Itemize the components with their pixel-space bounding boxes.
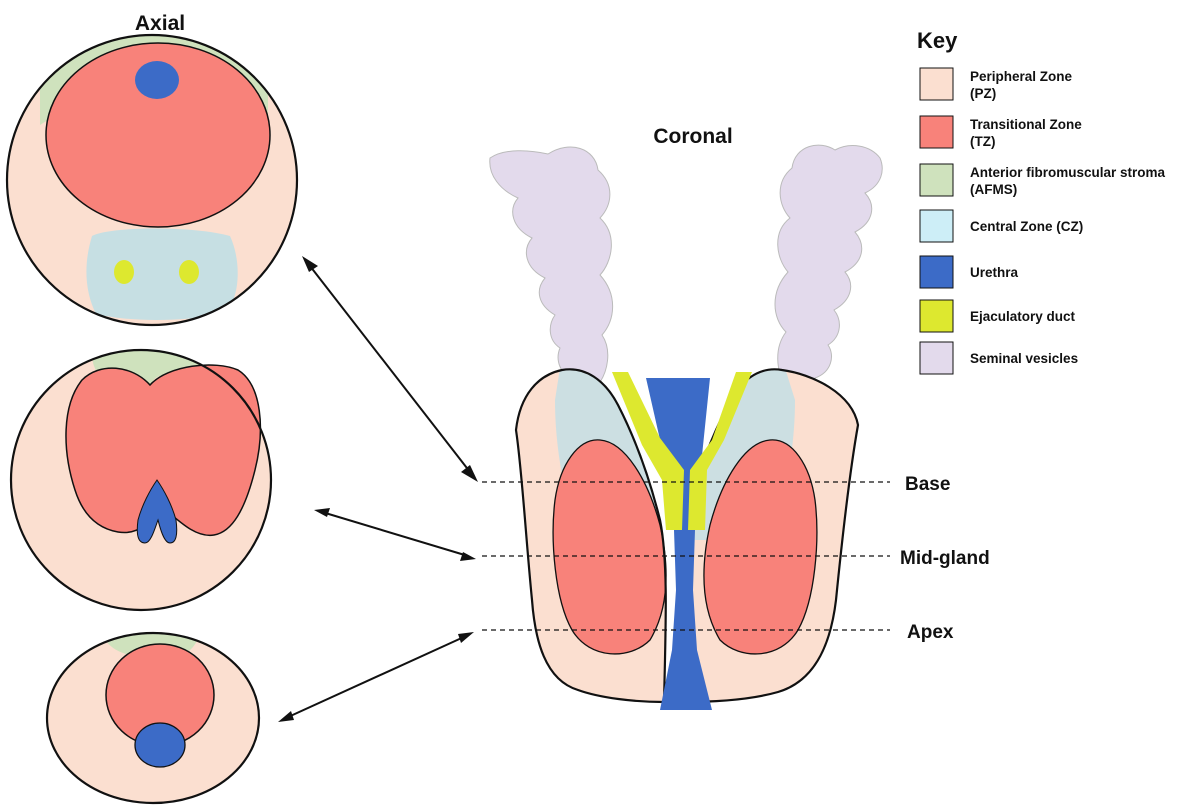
key-swatch (920, 164, 953, 196)
key-label: Urethra (970, 265, 1019, 280)
key-title: Key (917, 28, 958, 53)
axial-base-ejaculatory-duct-left (114, 260, 134, 284)
key-swatch (920, 342, 953, 374)
key-label: Transitional Zone (970, 117, 1082, 132)
key-swatch (920, 210, 953, 242)
key-swatch (920, 68, 953, 100)
key-label-abbrev: (TZ) (970, 134, 995, 149)
arrow-apex (286, 636, 466, 718)
base-label: Base (905, 474, 950, 495)
key-swatch (920, 300, 953, 332)
axial-section-base (7, 28, 297, 325)
key-label: Peripheral Zone (970, 69, 1073, 84)
arrow-base (310, 266, 470, 472)
axial-section-mid (11, 338, 271, 610)
axial-section-apex (47, 631, 259, 803)
axial-base-ejaculatory-duct-right (179, 260, 199, 284)
arrow-base-head-right (461, 465, 478, 482)
axial-base-central-zone (86, 229, 237, 321)
key-legend: Peripheral Zone (PZ) Transitional Zone (TZ)… (920, 68, 1166, 374)
key-label-abbrev: (PZ) (970, 86, 996, 101)
key-label: Ejaculatory duct (970, 309, 1076, 324)
arrow-apex-head-right (458, 632, 474, 643)
key-swatch (920, 256, 953, 288)
key-swatch (920, 116, 953, 148)
seminal-vesicle-left (490, 147, 613, 388)
arrow-mid-head-left (314, 508, 330, 517)
key-label: Anterior fibromuscular stroma (970, 165, 1166, 180)
arrow-mid-gland (322, 512, 468, 556)
arrow-apex-head-left (278, 711, 294, 722)
axial-apex-urethra (135, 723, 185, 767)
coronal-right-lobe (680, 368, 858, 702)
key-label: Seminal vesicles (970, 351, 1078, 366)
apex-label: Apex (907, 622, 954, 643)
coronal-left-transition-zone (553, 440, 666, 654)
key-label-abbrev: (AFMS) (970, 182, 1017, 197)
mid-gland-label: Mid-gland (900, 548, 990, 569)
key-label: Central Zone (CZ) (970, 219, 1083, 234)
axial-title: Axial (135, 12, 185, 35)
axial-base-urethra (135, 61, 179, 99)
seminal-vesicle-right (775, 145, 882, 387)
arrow-base-head-left (302, 256, 318, 272)
coronal-title: Coronal (653, 125, 732, 148)
